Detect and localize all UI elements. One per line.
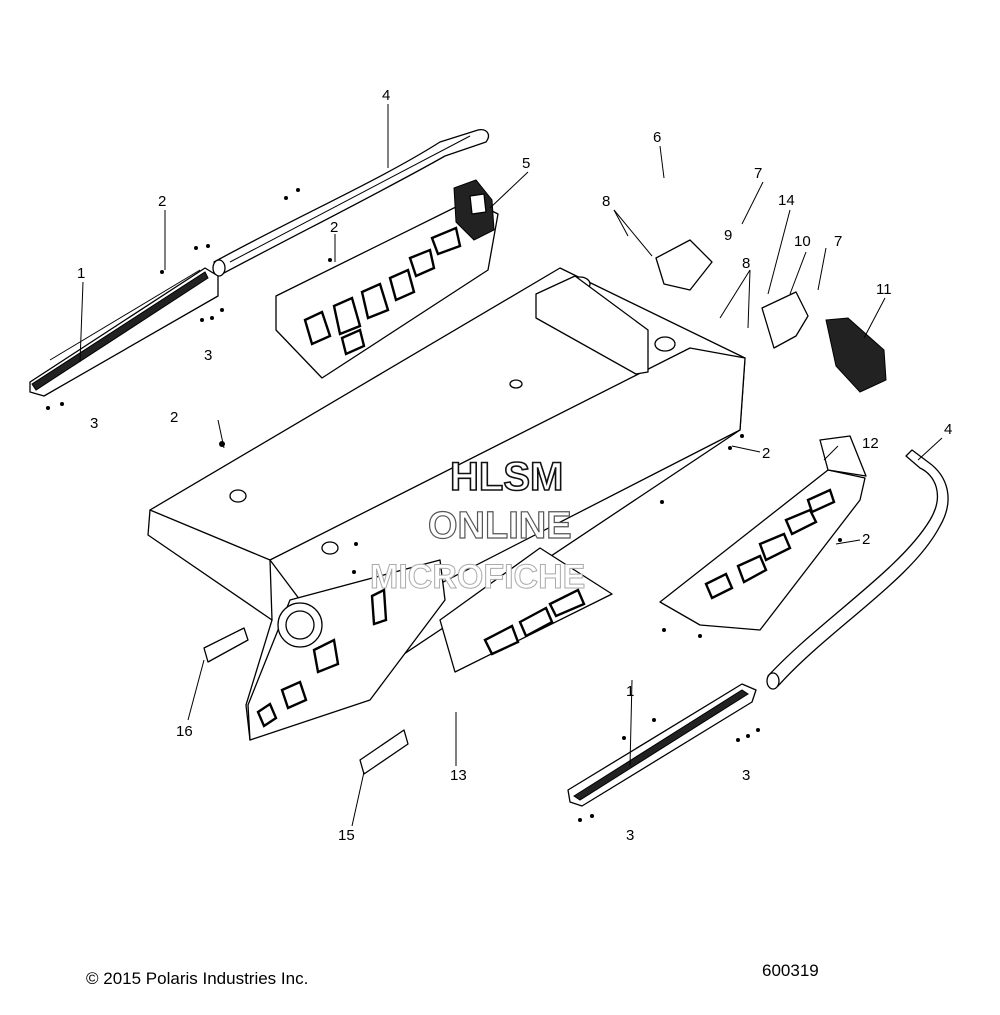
part-1-right-running-board — [567, 683, 757, 807]
part-5-cutouts — [303, 226, 462, 356]
watermark-line-1: HLSM — [450, 455, 563, 499]
callout-8-upper: 8 — [602, 193, 610, 210]
part-12-right-footrest — [659, 435, 867, 631]
part-11-bracket — [825, 317, 887, 393]
part-15-bracket — [359, 729, 409, 775]
part-5-left-footrest — [275, 199, 499, 379]
callout-2-left-footrest: 2 — [330, 219, 338, 236]
part-4-upper-tube — [212, 128, 490, 277]
fasteners — [46, 188, 842, 822]
callout-3-left-upper: 3 — [204, 347, 212, 364]
copyright-text: © 2015 Polaris Industries Inc. — [86, 969, 308, 988]
watermark-line-3: MICROFICHE — [370, 558, 585, 596]
callout-2-right-footrest: 2 — [862, 531, 870, 548]
callout-1-left: 1 — [77, 265, 85, 282]
diagram-number: 600319 — [762, 961, 819, 980]
watermark: HLSM ONLINE MICROFICHE — [370, 454, 586, 596]
callout-8-lower: 8 — [742, 255, 750, 272]
part-6-bracket — [453, 179, 495, 241]
watermark-line-2: ONLINE — [428, 505, 572, 547]
part-12-cutouts — [704, 488, 836, 600]
callout-2-tunnel-right: 2 — [762, 445, 770, 462]
footer: © 2015 Polaris Industries Inc. 600319 — [86, 961, 819, 988]
part-9-plate — [655, 239, 713, 291]
callout-9: 9 — [724, 227, 732, 244]
callout-13: 13 — [450, 767, 467, 784]
callout-4-upper: 4 — [382, 87, 390, 104]
callout-7-upper: 7 — [754, 165, 762, 182]
callout-2-tunnel: 2 — [170, 409, 178, 426]
callout-labels: 4 5 6 7 8 9 14 10 7 8 11 2 2 1 3 3 2 12 … — [77, 87, 952, 844]
callout-2-left-board: 2 — [158, 193, 166, 210]
leader-lines — [79, 104, 943, 827]
part-10-plate — [761, 291, 809, 349]
part-13-center-footrest — [439, 547, 613, 673]
part-13-tunnel — [147, 267, 746, 741]
callout-7-right: 7 — [834, 233, 842, 250]
part-1-left-running-board — [29, 267, 219, 397]
callout-10: 10 — [794, 233, 811, 250]
callout-5: 5 — [522, 155, 530, 172]
callout-3-left-lower: 3 — [90, 415, 98, 432]
callout-15: 15 — [338, 827, 355, 844]
part-4-right-tube — [766, 449, 949, 690]
part-16-bracket — [203, 627, 249, 663]
callout-12: 12 — [862, 435, 879, 452]
callout-3-right-upper: 3 — [742, 767, 750, 784]
tunnel-cutouts — [256, 588, 388, 728]
callout-14: 14 — [778, 192, 795, 209]
callout-16: 16 — [176, 723, 193, 740]
callout-11: 11 — [876, 281, 892, 298]
callout-1-right: 1 — [626, 683, 634, 700]
callout-6: 6 — [653, 129, 661, 146]
callout-4-right: 4 — [944, 421, 952, 438]
callout-3-right-lower: 3 — [626, 827, 634, 844]
